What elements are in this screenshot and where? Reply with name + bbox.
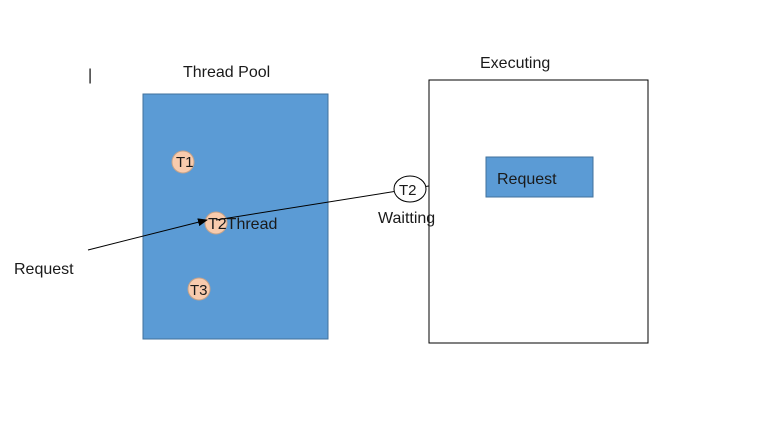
- thread-t2-label: T2Thread: [208, 216, 277, 233]
- thread-node-t2: T2Thread: [204, 211, 277, 235]
- arrow-request-to-thread: [87, 218, 208, 251]
- thread-node-t1: T1: [171, 150, 195, 174]
- executing-box: [428, 79, 649, 344]
- thread-t2-id: T2: [208, 216, 227, 233]
- executing-request-box: [485, 156, 594, 198]
- thread-t3-label: T3: [190, 282, 208, 299]
- waiting-status-label: Waitting: [378, 210, 435, 227]
- incoming-request-label: Request: [14, 261, 74, 278]
- thread-t1-label: T1: [176, 154, 194, 171]
- thread-pool-title: Thread Pool: [183, 64, 270, 81]
- text-cursor-mark: |: [88, 67, 92, 84]
- executing-title: Executing: [480, 55, 550, 72]
- waiting-t2-ellipse: [393, 175, 427, 203]
- waiting-t2-label: T2: [399, 182, 417, 199]
- thread-t2-suffix: Thread: [227, 216, 278, 233]
- thread-t1-circle: [171, 150, 195, 174]
- thread-node-t3: T3: [187, 277, 211, 301]
- waiting-thread-node: T2: [393, 175, 427, 203]
- thread-t3-circle: [187, 277, 211, 301]
- executing-request-label: Request: [497, 171, 557, 188]
